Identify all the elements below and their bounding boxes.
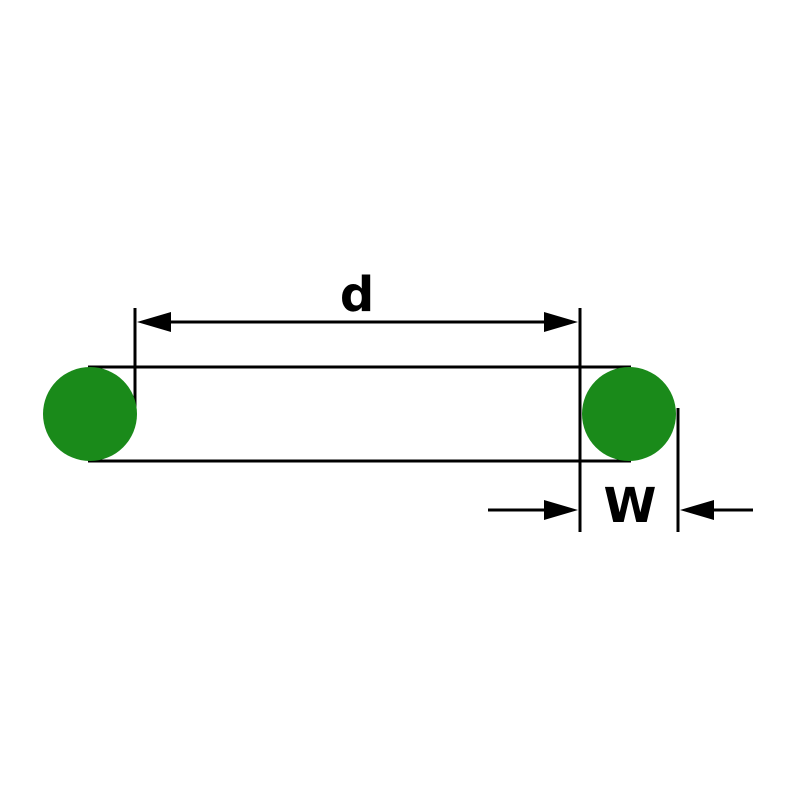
oring-right-cross-section (582, 367, 676, 461)
d-arrowhead-left-icon (137, 312, 171, 332)
w-arrowhead-left-icon (544, 500, 578, 520)
d-label: d (340, 267, 374, 323)
d-arrowhead-right-icon (544, 312, 578, 332)
w-arrowhead-right-icon (680, 500, 714, 520)
oring-left-cross-section (43, 367, 137, 461)
w-label: W (604, 478, 657, 534)
